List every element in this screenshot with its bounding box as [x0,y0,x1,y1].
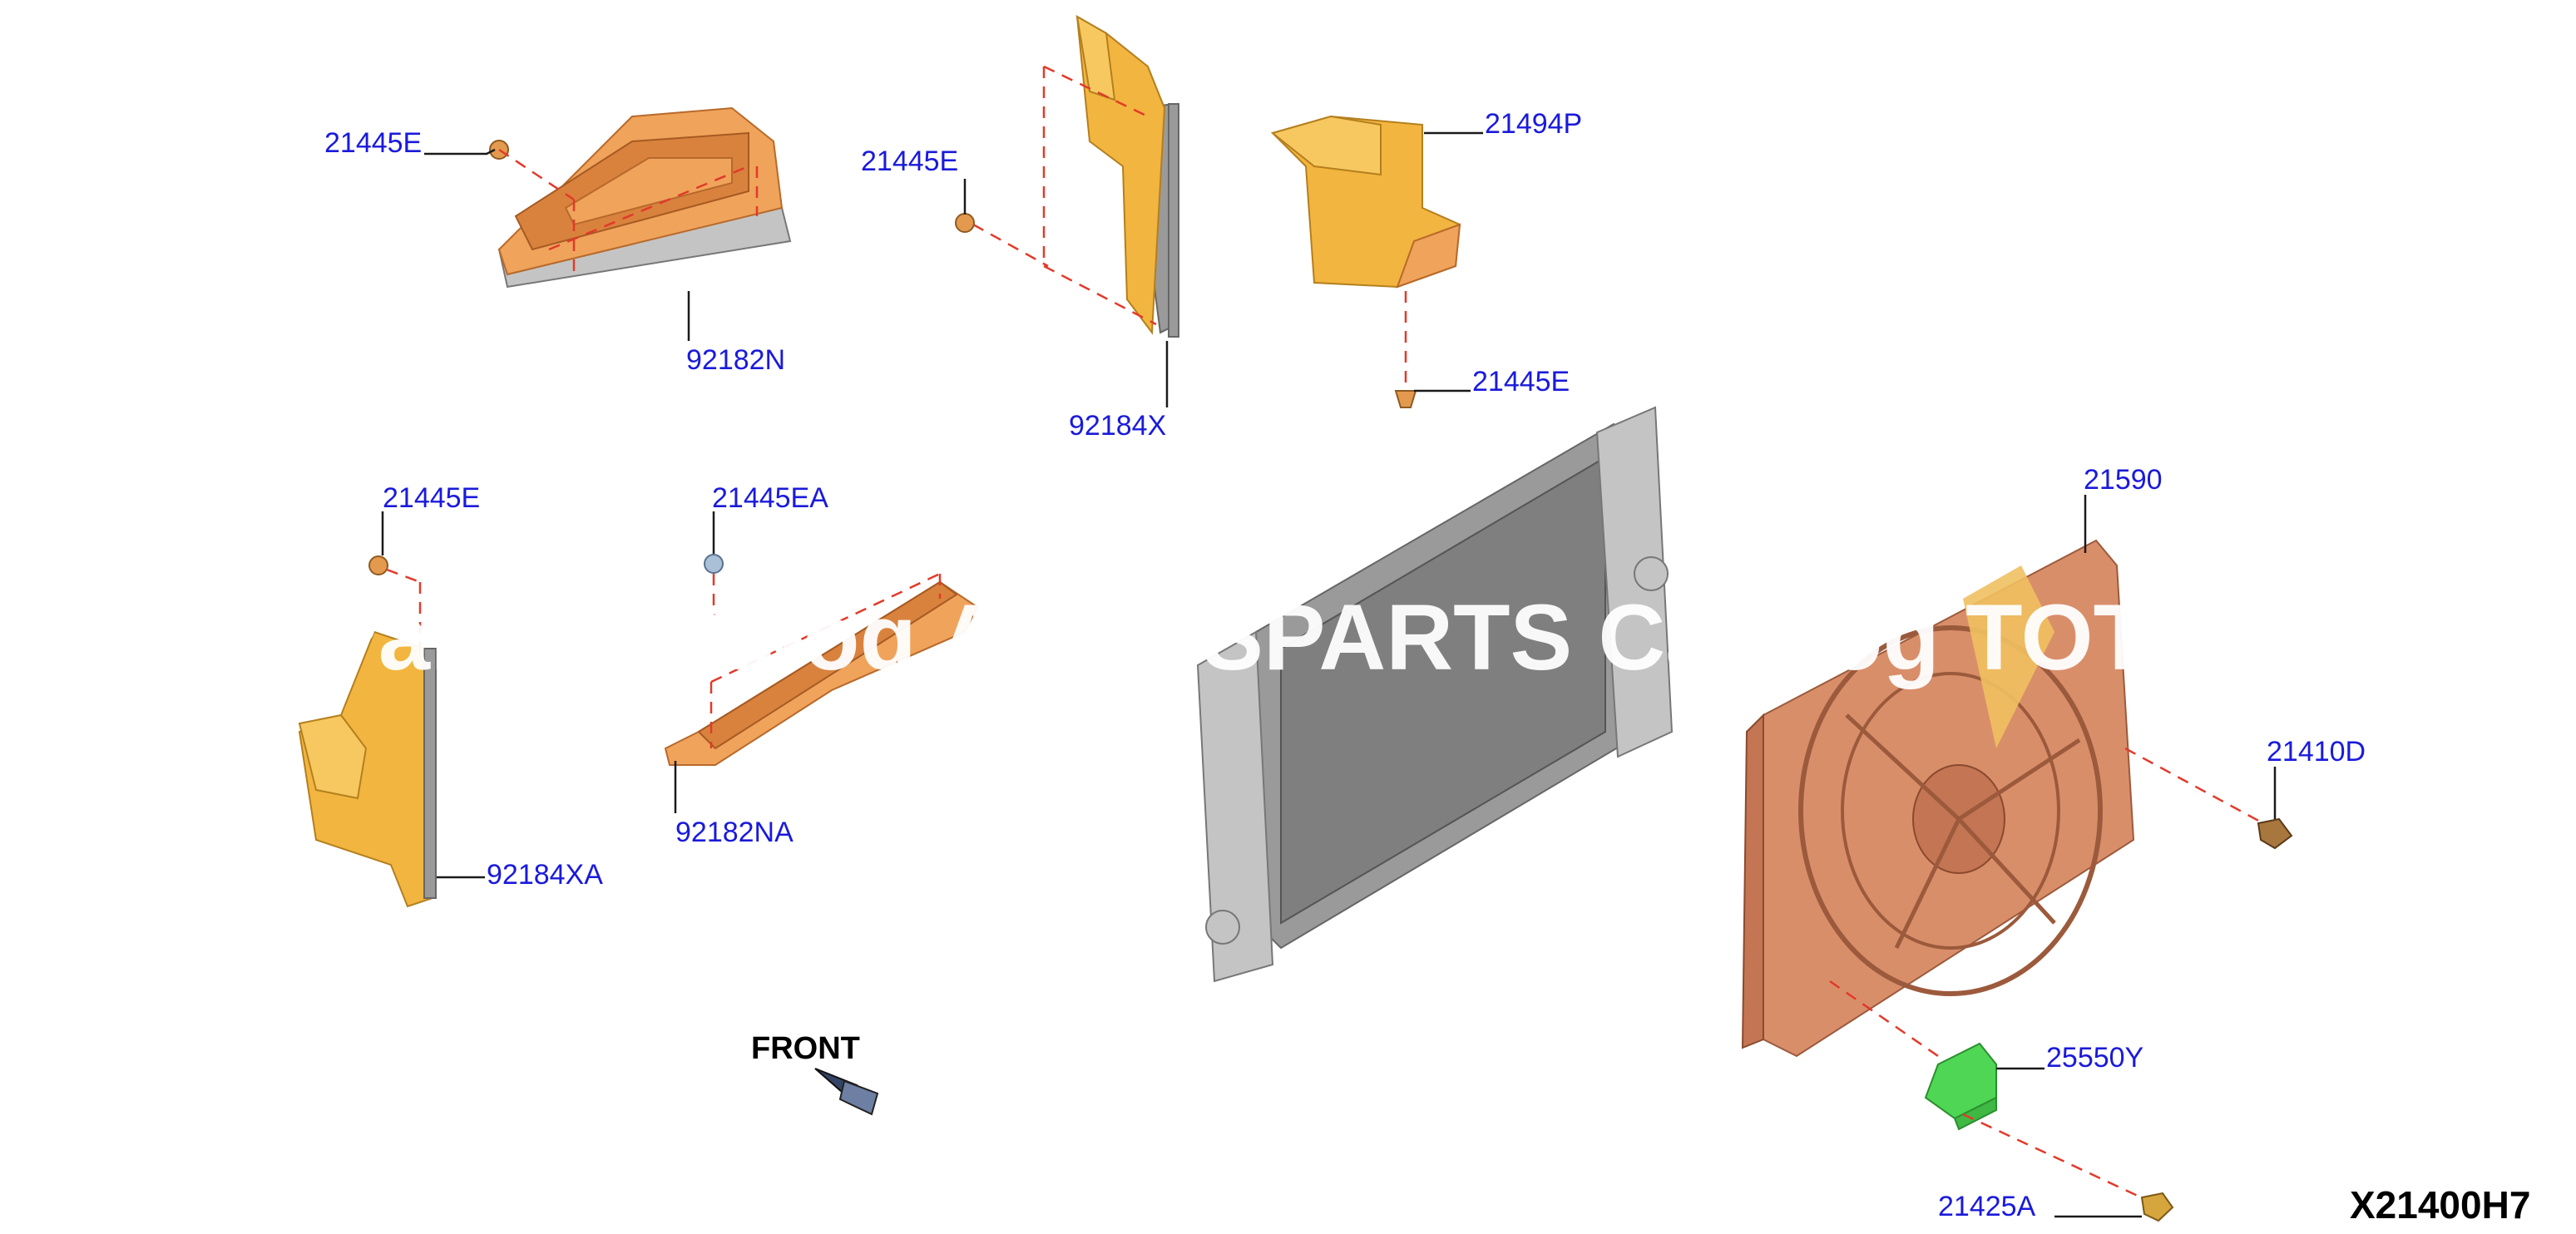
callout-21445E-d[interactable]: 21445E [383,482,480,514]
front-label: FRONT [751,1031,860,1066]
callout-21590[interactable]: 21590 [2084,464,2163,496]
callout-25550Y[interactable]: 25550Y [2046,1042,2143,1074]
callout-21445E-c[interactable]: 21445E [1472,366,1570,397]
part-21494P-air-guide[interactable] [1270,115,1461,289]
callout-21445EA[interactable]: 21445EA [712,482,828,514]
clip-21445E-mid-right[interactable] [1394,390,1417,408]
callout-21445E-a[interactable]: 21445E [324,127,422,159]
part-21590-fan-shroud[interactable] [1741,539,2135,1058]
callout-92182NA[interactable]: 92182NA [675,817,794,848]
callout-92184XA[interactable]: 92184XA [487,859,603,891]
part-92182N-air-guide[interactable] [497,106,792,289]
callout-21425A[interactable]: 21425A [1938,1191,2036,1222]
callout-21494P[interactable]: 21494P [1485,108,1582,140]
radiator-assembly[interactable] [1196,406,1674,983]
callout-21410D[interactable]: 21410D [2267,736,2366,768]
part-92184X-side-guide[interactable] [1075,15,1179,338]
front-arrow-icon [814,1068,879,1116]
clip-21445E-top-left[interactable] [489,140,575,201]
clip-21445E-left[interactable] [368,555,388,575]
bolt-21425A[interactable] [2140,1192,2174,1222]
part-92182NA-air-guide[interactable] [664,580,979,766]
part-25550Y-connector[interactable] [1924,1042,1997,1131]
part-92184XA-side-guide[interactable] [298,630,437,908]
callout-92182N[interactable]: 92182N [686,344,785,376]
clip-21445EA[interactable] [704,554,724,574]
watermark-text: Parts Catalog AUTOSPARTS Catalog TOTST [316,585,2269,689]
callout-92184X[interactable]: 92184X [1069,410,1166,442]
callout-21445E-b[interactable]: 21445E [861,146,958,177]
bolt-21410D[interactable] [2257,817,2293,850]
clip-21445E-top-center[interactable] [955,213,975,233]
diagram-code: X21400H7 [2350,1183,2530,1227]
